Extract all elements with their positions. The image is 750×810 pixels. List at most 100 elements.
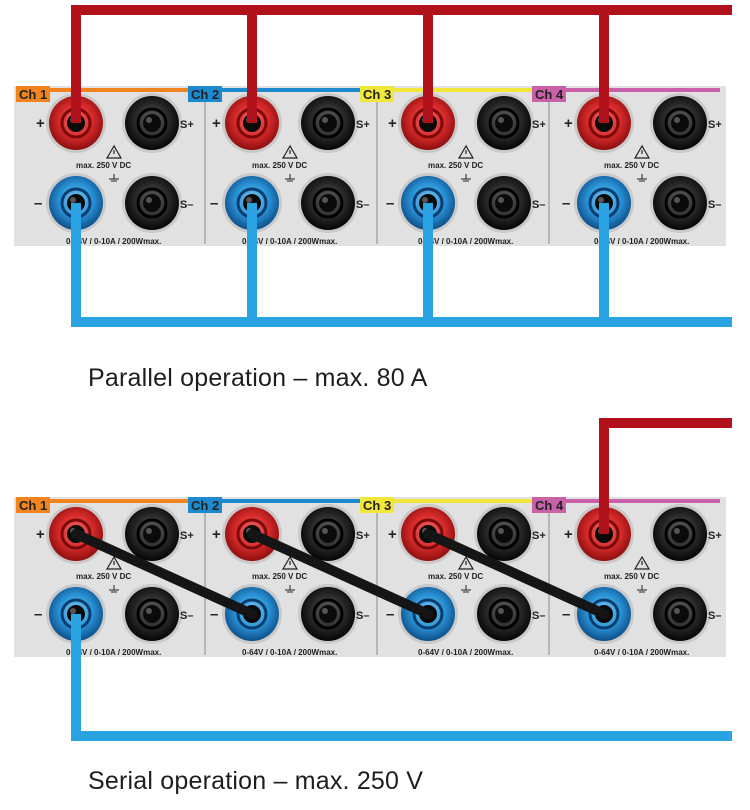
terminal-ring (312, 518, 344, 550)
channel-stripe (188, 88, 377, 92)
sense-terminal (474, 504, 534, 564)
sense-terminal (474, 173, 534, 233)
terminal-hole (495, 114, 513, 132)
minus-label: – (562, 195, 570, 212)
warning-icon (281, 144, 299, 159)
channel-tab (360, 86, 394, 102)
terminal-pin (674, 608, 680, 614)
output-positive-wire (599, 418, 732, 534)
plus-label: + (36, 115, 45, 132)
terminal-pin (422, 197, 428, 203)
sense-minus-label: S– (356, 610, 369, 622)
rating-label: 0-64V / 0-10A / 200Wmax. (418, 237, 513, 246)
sense-terminal (122, 504, 182, 564)
terminal-ring (312, 107, 344, 139)
positive-bus-wire (71, 5, 732, 123)
sense-plus-label: S+ (356, 530, 370, 542)
sense-terminal (298, 504, 358, 564)
voltage-warning: max. 250 V DC (604, 572, 659, 581)
terminal-hole (495, 525, 513, 543)
sense-terminal (650, 504, 710, 564)
sense-plus-label: S+ (532, 119, 546, 131)
terminal-pin (322, 528, 328, 534)
sense-terminal (298, 173, 358, 233)
terminal-hole (143, 114, 161, 132)
terminal-hole (143, 525, 161, 543)
terminal-pin (498, 528, 504, 534)
channel-stripe (188, 499, 377, 503)
terminal-hole (495, 194, 513, 212)
terminal-pin (498, 117, 504, 123)
channel-4: Ch 4+–S+S–max. 250 V DC0-64V / 0-10A / 2… (532, 497, 722, 657)
sense-terminal (650, 584, 710, 644)
terminal-hole (671, 605, 689, 623)
sense-terminal (298, 584, 358, 644)
terminal-hole (671, 525, 689, 543)
channel-label: Ch 2 (191, 498, 219, 513)
terminal-ring (488, 518, 520, 550)
terminal-pin (674, 197, 680, 203)
series-link-wire (71, 529, 257, 619)
sense-plus-label: S+ (708, 530, 722, 542)
sense-minus-label: S– (180, 199, 193, 211)
channel-1: Ch 1+–S+S–max. 250 V DC0-64V / 0-10A / 2… (16, 86, 205, 246)
channel-tab (188, 86, 222, 102)
series-link-wire (247, 529, 433, 619)
terminal-pin (498, 197, 504, 203)
plus-label: + (388, 526, 397, 543)
sense-terminal (650, 93, 710, 153)
plus-label: + (564, 115, 573, 132)
terminal-ring (488, 598, 520, 630)
rating-label: 0-64V / 0-10A / 200Wmax. (594, 237, 689, 246)
warning-icon (633, 144, 651, 159)
terminal-ring (136, 598, 168, 630)
channel-label: Ch 4 (535, 498, 564, 513)
terminal-ring (588, 598, 620, 630)
channel-tab (16, 86, 50, 102)
terminal-hole (143, 605, 161, 623)
terminal-hole (319, 194, 337, 212)
sense-plus-label: S+ (708, 119, 722, 131)
parallel-caption: Parallel operation – max. 80 A (88, 364, 428, 392)
terminal-pin (146, 117, 152, 123)
terminal-ring (664, 107, 696, 139)
terminal-pin (246, 197, 252, 203)
warning-icon (457, 144, 475, 159)
plus-label: + (212, 115, 221, 132)
terminal-ring (236, 598, 268, 630)
sense-terminal (474, 93, 534, 153)
terminal-pin (70, 197, 76, 203)
minus-label: – (210, 606, 218, 623)
terminal-hole (671, 114, 689, 132)
sense-terminal (474, 584, 534, 644)
channel-tab (16, 497, 50, 513)
channel-stripe (532, 88, 720, 92)
plus-label: + (212, 526, 221, 543)
terminal-ring (312, 598, 344, 630)
serial-wiring (71, 418, 732, 741)
minus-label: – (210, 195, 218, 212)
serial-caption: Serial operation – max. 250 V (88, 767, 424, 795)
voltage-warning: max. 250 V DC (428, 161, 483, 170)
channel-label: Ch 3 (363, 87, 391, 102)
channel-tab (532, 86, 566, 102)
parallel-wiring (71, 5, 732, 327)
rating-label: 0-64V / 0-10A / 200Wmax. (66, 648, 161, 657)
minus-label: – (34, 606, 42, 623)
channel-stripe (16, 499, 205, 503)
terminal-pin (498, 608, 504, 614)
terminal-ring (412, 518, 444, 550)
terminal-pin (322, 608, 328, 614)
rating-label: 0-64V / 0-10A / 200Wmax. (418, 648, 513, 657)
terminal-ring (236, 518, 268, 550)
terminal-ring (488, 187, 520, 219)
channel-tab (360, 497, 394, 513)
terminal-hole (319, 525, 337, 543)
warning-icon (281, 555, 299, 570)
rating-label: 0-64V / 0-10A / 200Wmax. (66, 237, 161, 246)
terminal-ring (488, 107, 520, 139)
rating-label: 0-64V / 0-10A / 200Wmax. (594, 648, 689, 657)
warning-icon (105, 555, 123, 570)
sense-plus-label: S+ (356, 119, 370, 131)
